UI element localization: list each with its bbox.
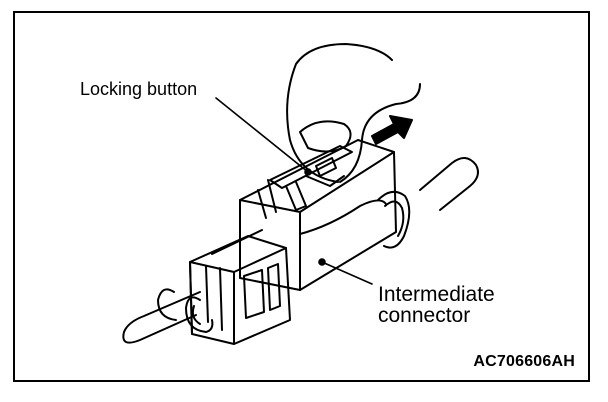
connector-housing <box>239 139 397 291</box>
right-cable-clip <box>377 190 411 249</box>
connector-leader-dot <box>318 258 326 266</box>
push-arrow-icon <box>371 115 413 145</box>
figure-code-label: AC706606AH <box>473 353 575 370</box>
leader-lines <box>215 97 373 285</box>
locking-button-label: Locking button <box>80 79 198 99</box>
intermediate-connector-label-line1: Intermediate <box>378 283 495 306</box>
left-connector-half <box>189 229 291 345</box>
locking-button-leader <box>215 97 309 173</box>
left-cable-clip <box>157 288 214 333</box>
cable <box>122 157 479 344</box>
locking-button-leader-dot <box>304 168 312 176</box>
finger-icon <box>286 43 421 187</box>
figure-frame <box>13 11 590 382</box>
connector-leader <box>321 261 373 285</box>
intermediate-connector-label-line2: connector <box>378 304 471 327</box>
intermediate-connector-label: Intermediate connector <box>378 284 495 326</box>
